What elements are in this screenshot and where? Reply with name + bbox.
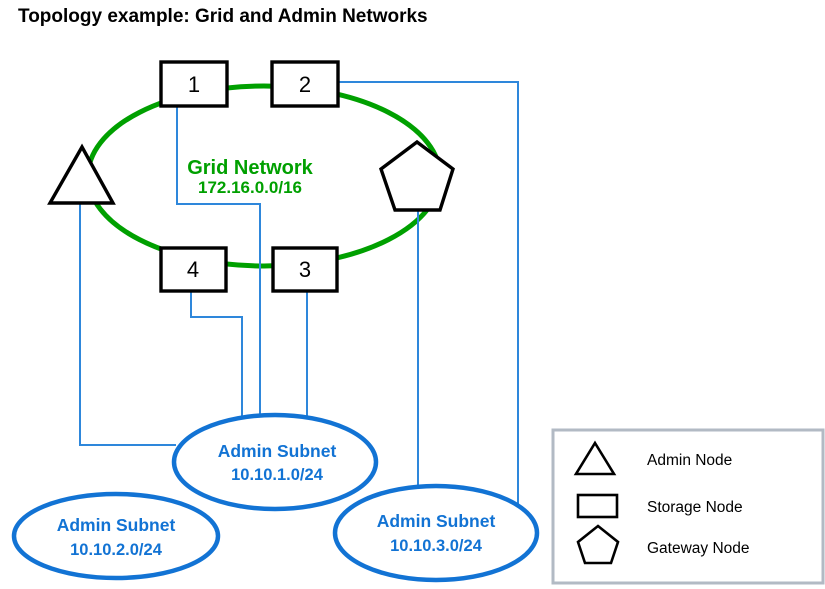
admin-subnet-3-cidr: 10.10.3.0/24: [390, 537, 483, 555]
storage-node-4-box: [159, 246, 228, 293]
admin-subnet-3-ellipse: [332, 483, 540, 583]
storage-node-3-box: [271, 246, 339, 293]
admin-subnet-2-cidr: 10.10.2.0/24: [70, 541, 163, 559]
grid-network-cidr: 172.16.0.0/16: [198, 178, 302, 197]
admin-node-triangle-icon: [47, 143, 116, 205]
legend-gateway-node-label: Gateway Node: [647, 540, 750, 557]
diagram-title: Topology example: Grid and Admin Network…: [18, 6, 428, 27]
connector-adminnode-subnet1: [79, 203, 176, 446]
storage-node-3-label: 3: [299, 257, 311, 282]
legend-storage-node-label: Storage Node: [647, 499, 743, 516]
admin-subnet-2-ellipse: [11, 491, 221, 581]
legend-admin-node-label: Admin Node: [647, 452, 732, 469]
connector-node1-subnet1: [176, 107, 261, 415]
admin-subnet-1-label: Admin Subnet: [218, 441, 337, 461]
legend-triangle-icon: [573, 440, 617, 476]
connector-node2-subnet3: [338, 81, 519, 505]
admin-subnet-2-label: Admin Subnet: [57, 515, 176, 535]
connector-node4-subnet1: [190, 291, 243, 417]
gateway-node-pentagon-icon: [378, 139, 455, 212]
admin-subnet-1-cidr: 10.10.1.0/24: [231, 466, 324, 484]
storage-node-1-label: 1: [188, 72, 200, 97]
admin-subnet-1-ellipse: [171, 412, 379, 512]
admin-subnet-3-label: Admin Subnet: [377, 511, 496, 531]
storage-node-2-label: 2: [299, 72, 311, 97]
legend-square-icon: [576, 493, 619, 519]
storage-node-2-box: [270, 60, 340, 108]
storage-node-4-label: 4: [187, 257, 199, 282]
legend-pentagon-icon: [576, 524, 620, 565]
storage-node-1-box: [159, 60, 229, 108]
legend: Admin Node Storage Node Gateway Node: [551, 428, 825, 585]
grid-network-label: Grid Network: [187, 157, 313, 179]
